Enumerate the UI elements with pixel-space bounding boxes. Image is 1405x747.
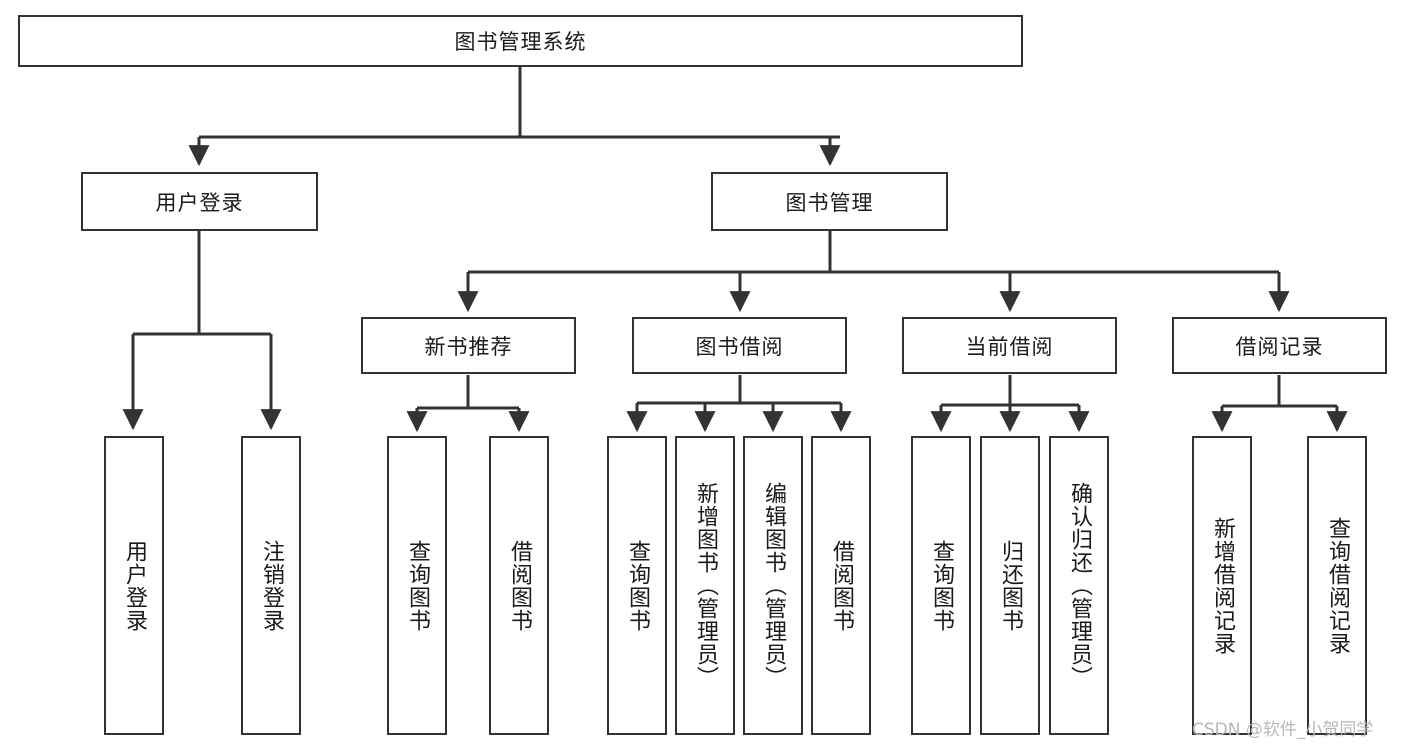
node-current-borrow[interactable]: 当前借阅 [902, 317, 1117, 374]
node-leaf-add-record[interactable]: 新增借阅记录 [1192, 436, 1252, 735]
node-label: 借阅记录 [1235, 334, 1324, 359]
node-label: 归还图书 [997, 539, 1023, 632]
node-label: 借阅图书 [828, 539, 854, 632]
node-label: 当前借阅 [965, 334, 1054, 359]
node-label: 新书推荐 [424, 334, 513, 359]
node-label: 借阅图书 [506, 539, 532, 632]
node-user-login[interactable]: 用户登录 [81, 172, 318, 231]
node-label: 查询图书 [624, 539, 650, 632]
node-label: 确认归还（管理员） [1066, 482, 1092, 689]
node-label: 查询图书 [928, 539, 954, 632]
node-book-management-system[interactable]: 图书管理系统 [18, 15, 1023, 67]
node-label: 图书管理系统 [454, 30, 587, 54]
node-leaf-confirm-return[interactable]: 确认归还（管理员） [1049, 436, 1109, 735]
node-label: 图书管理 [785, 190, 874, 215]
node-leaf-borrow-book-1[interactable]: 借阅图书 [489, 436, 549, 735]
node-label: 查询图书 [404, 539, 430, 632]
node-leaf-borrow-book-2[interactable]: 借阅图书 [811, 436, 871, 735]
node-leaf-query-book-3[interactable]: 查询图书 [911, 436, 971, 735]
node-label: 新增图书（管理员） [692, 482, 718, 689]
node-label: 用户登录 [155, 190, 244, 215]
node-label: 新增借阅记录 [1209, 516, 1235, 655]
node-book-borrow[interactable]: 图书借阅 [632, 317, 847, 374]
node-leaf-logout-login[interactable]: 注销登录 [241, 436, 301, 735]
node-new-book-recommend[interactable]: 新书推荐 [361, 317, 576, 374]
node-leaf-add-book[interactable]: 新增图书（管理员） [675, 436, 735, 735]
node-leaf-user-login[interactable]: 用户登录 [104, 436, 164, 735]
node-borrow-record[interactable]: 借阅记录 [1172, 317, 1387, 374]
node-label: 图书借阅 [695, 334, 784, 359]
node-label: 注销登录 [258, 539, 284, 632]
node-label: 查询借阅记录 [1324, 516, 1350, 655]
node-leaf-edit-book[interactable]: 编辑图书（管理员） [743, 436, 803, 735]
node-leaf-query-book-1[interactable]: 查询图书 [387, 436, 447, 735]
node-label: 编辑图书（管理员） [760, 482, 786, 689]
node-leaf-query-record[interactable]: 查询借阅记录 [1307, 436, 1367, 735]
node-leaf-return-book[interactable]: 归还图书 [980, 436, 1040, 735]
node-book-management[interactable]: 图书管理 [711, 172, 948, 231]
node-label: 用户登录 [121, 539, 147, 632]
node-leaf-query-book-2[interactable]: 查询图书 [607, 436, 667, 735]
csdn-watermark: CSDN @软件_小贺同学 [1192, 720, 1374, 740]
